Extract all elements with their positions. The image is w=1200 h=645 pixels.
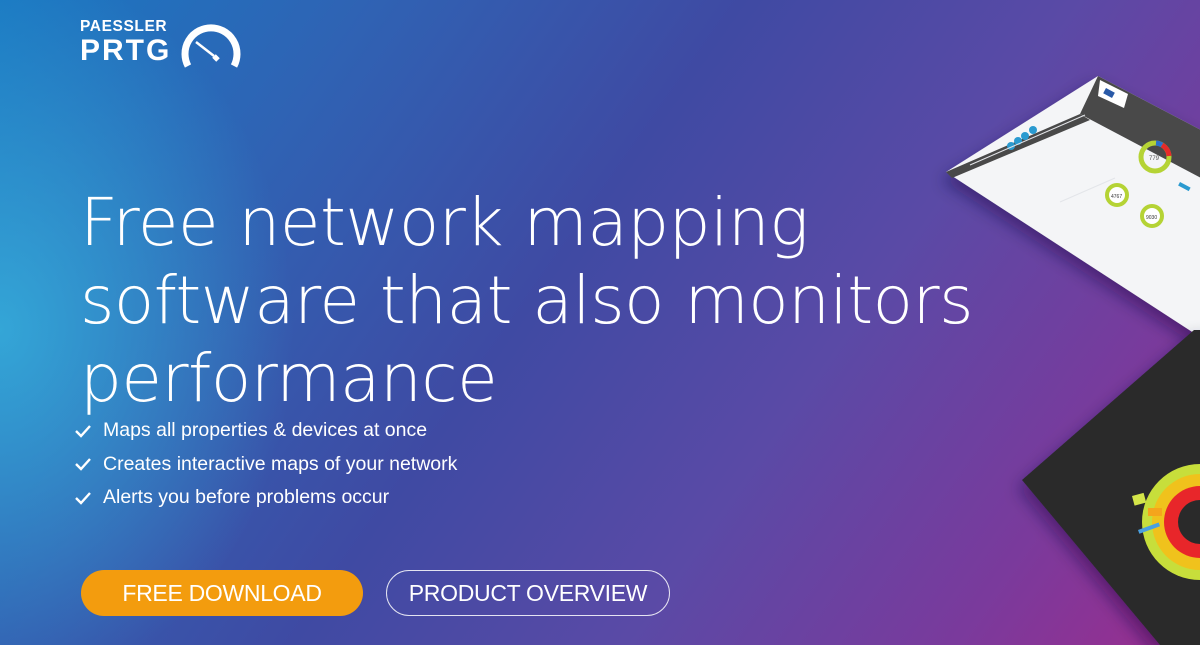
free-download-button[interactable]: FREE DOWNLOAD [81,570,363,616]
sunburst-chart [1132,464,1200,580]
feature-list: Maps all properties & devices at once Cr… [74,414,457,515]
feature-text: Alerts you before problems occur [103,486,390,509]
svg-text:779: 779 [1149,156,1160,162]
small-gauge-2: 9030 [1140,204,1164,228]
feature-item: Creates interactive maps of your network [74,448,457,482]
feature-item: Alerts you before problems occur [74,481,457,515]
feature-text: Creates interactive maps of your network [103,452,458,475]
feature-item: Maps all properties & devices at once [74,414,457,448]
svg-text:4767: 4767 [1111,194,1122,200]
speedometer-gauge-icon [181,24,241,68]
svg-text:9030: 9030 [1146,215,1157,221]
headline-line-3: performance [80,340,498,418]
paessler-prtg-logo[interactable]: PAESSLER PRTG [80,18,250,74]
hero-headline: Free network mapping software that also … [80,184,1040,418]
logo-brand-top: PAESSLER [80,18,168,35]
sunburst-map-mockup [1022,330,1200,645]
checkmark-icon [75,458,91,471]
main-gauge: 779 [1138,140,1172,174]
feature-text: Maps all properties & devices at once [103,419,428,442]
product-screenshot-mockups: 779 4767 9030 [946,76,1200,645]
product-overview-button[interactable]: PRODUCT OVERVIEW [386,570,670,616]
headline-line-1: Free network mapping [80,184,809,262]
checkmark-icon [75,491,91,505]
small-gauge-1: 4767 [1105,183,1129,207]
logo-brand-main: PRTG [80,34,172,67]
dashboard-mockup: 779 4767 9030 [946,76,1200,338]
headline-line-2: software that also monitors [80,262,974,340]
checkmark-icon [75,424,91,438]
